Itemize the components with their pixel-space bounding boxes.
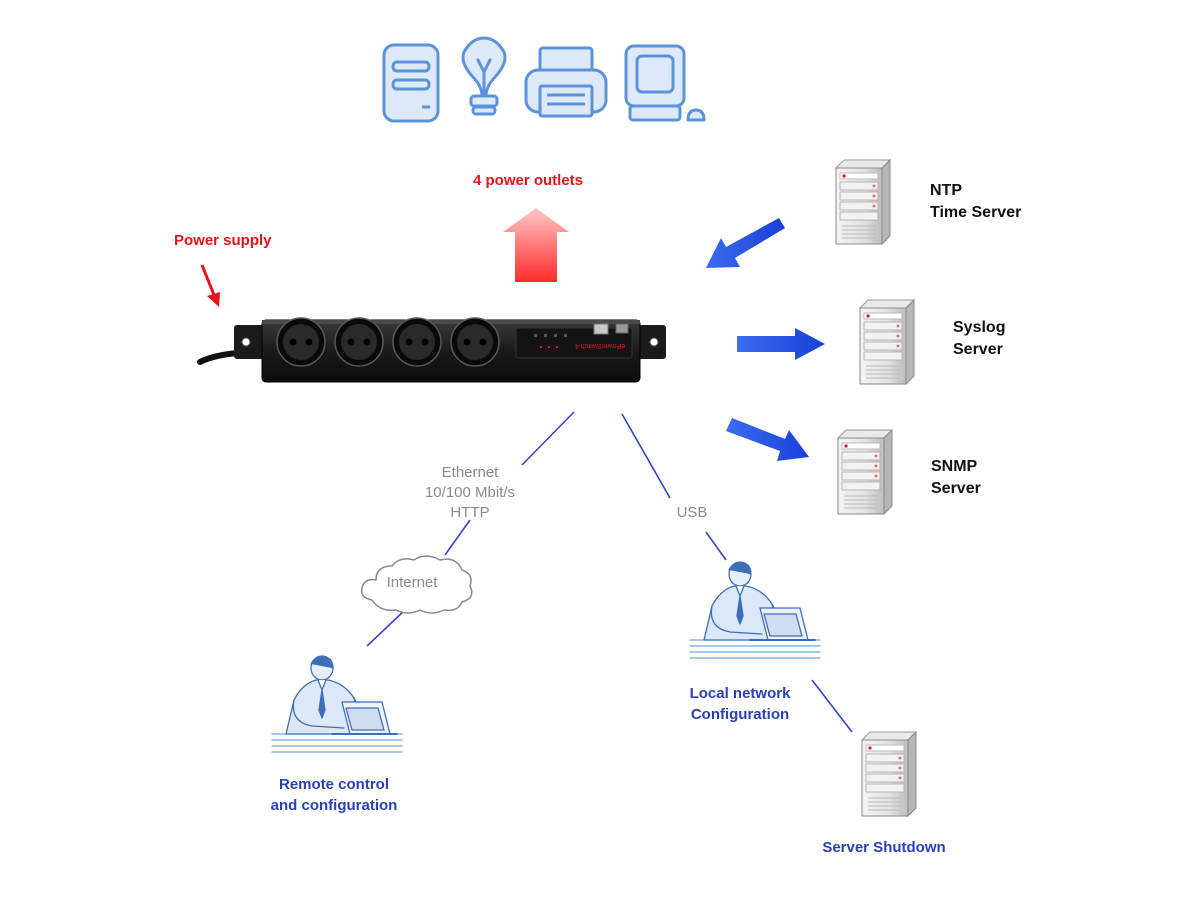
server-tower-icon [382,43,440,123]
outlets-arrow [503,208,569,282]
local-network-label: Local network Configuration [689,685,791,723]
usb-label: USB [676,504,708,521]
device-brand-label: ePowerSwitch 4 [575,342,625,349]
printer-icon [524,46,608,118]
light-bulb-icon [461,36,507,116]
shutdown-server [861,731,917,817]
ntp-arrow [706,218,785,268]
syslog-server [859,299,915,385]
snmp-server [837,429,893,515]
snmp-label: SNMP Server [931,458,981,497]
power-strip: ePowerSwitch 4 [197,317,666,383]
power-supply-label: Power supply [174,232,272,249]
snmp-arrow [726,418,809,461]
outlets-label: 4 power outlets [473,172,584,189]
power-supply-arrow [200,264,220,307]
syslog-arrow [737,328,825,360]
ntp-label: NTP Time Server [930,182,1022,221]
syslog-label: Syslog Server [953,319,1006,358]
internet-label: Internet [386,574,438,591]
remote-control-label: Remote control and configuration [270,776,398,814]
local-user [689,561,821,659]
remote-user [271,655,403,753]
connection-lines [366,411,853,733]
computer-monitor-icon [624,44,706,122]
server-shutdown-label: Server Shutdown [822,839,946,856]
ethernet-label: Ethernet 10/100 Mbit/s HTTP [424,464,516,521]
ntp-server [835,159,891,245]
internet-cloud [360,555,473,614]
